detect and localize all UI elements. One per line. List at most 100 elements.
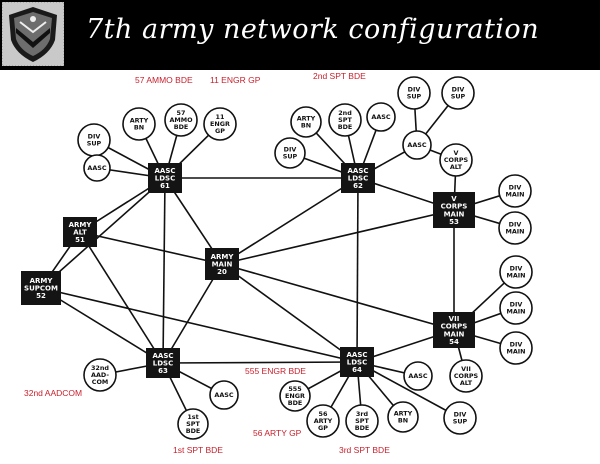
hub-label: VII bbox=[449, 315, 460, 323]
circle-label: CORPS bbox=[454, 372, 479, 380]
link-army_main-aasc63 bbox=[162, 263, 223, 364]
circle-label: BDE bbox=[288, 399, 303, 407]
circle-label: ARTY bbox=[297, 115, 316, 123]
hub-label: MAIN bbox=[212, 260, 233, 268]
circle-label: GP bbox=[215, 127, 225, 135]
circle-label: MAIN bbox=[506, 348, 525, 356]
hub-label: CORPS bbox=[441, 203, 468, 211]
link-army_alt-army_main bbox=[79, 231, 223, 265]
circle-label: 32nd bbox=[91, 364, 109, 372]
hub-label: 20 bbox=[217, 268, 227, 276]
circle-label: BN bbox=[398, 417, 408, 425]
hub-label: SUPCOM bbox=[24, 284, 58, 292]
circle-label: BDE bbox=[186, 427, 201, 435]
army-shield-emblem-icon bbox=[2, 2, 64, 66]
hub-label: 62 bbox=[353, 182, 363, 190]
circle-label: DIV bbox=[454, 411, 467, 419]
circle-label: SUP bbox=[87, 140, 102, 148]
circle-label: DIV bbox=[510, 341, 523, 349]
circle-label: ALT bbox=[460, 379, 473, 387]
hub-label: 54 bbox=[449, 338, 459, 346]
circle-node-c64-aasc: AASC bbox=[403, 361, 433, 391]
circle-label: DIV bbox=[509, 184, 522, 192]
circle-node-c62-aasc-top: AASC bbox=[366, 102, 396, 132]
circle-label: ENGR bbox=[285, 392, 305, 400]
circle-label: DIV bbox=[284, 146, 297, 154]
circle-label: BDE bbox=[338, 123, 353, 131]
circle-node-c62-aasc: AASC bbox=[402, 130, 432, 160]
circle-label: SUP bbox=[453, 418, 468, 426]
hub-label: LDSC bbox=[347, 358, 367, 366]
circle-label: DIV bbox=[452, 86, 465, 94]
circle-label: DIV bbox=[509, 221, 522, 229]
circle-label: DIV bbox=[408, 86, 421, 94]
annotation-32nd-aadcom: 32nd AADCOM bbox=[24, 388, 83, 398]
circle-label: SPT bbox=[186, 420, 200, 428]
link-aasc63-aasc64 bbox=[162, 361, 358, 364]
annotation-56-arty-gp: 56 ARTY GP bbox=[253, 428, 302, 438]
hub-label: 63 bbox=[158, 367, 168, 375]
link-aasc62-aasc64 bbox=[356, 177, 359, 363]
hub-label: ARMY bbox=[69, 221, 93, 229]
circle-label: SPT bbox=[338, 116, 352, 124]
hub-label: LDSC bbox=[153, 359, 173, 367]
circle-label: 3rd bbox=[356, 410, 369, 418]
circle-label: ARTY bbox=[130, 117, 149, 125]
circle-label: 57 bbox=[177, 109, 186, 117]
hub-label: ARMY bbox=[211, 253, 235, 261]
annotation-2nd-spt-bde: 2nd SPT BDE bbox=[313, 71, 366, 81]
circle-label: AASC bbox=[408, 372, 427, 380]
circle-label: AASC bbox=[407, 141, 426, 149]
annotation-3rd-spt-bde: 3rd SPT BDE bbox=[339, 445, 390, 455]
page-title: 7th army network configuration bbox=[86, 14, 540, 45]
circle-label: AMMO bbox=[169, 116, 193, 124]
hub-label: 64 bbox=[352, 366, 362, 374]
hub-label: AASC bbox=[346, 351, 367, 359]
link-army_supcom-aasc63 bbox=[40, 287, 164, 364]
circle-label: 11 bbox=[216, 113, 225, 121]
hub-label: MAIN bbox=[444, 210, 465, 218]
circle-label: VII bbox=[461, 365, 471, 373]
hub-label: 61 bbox=[160, 182, 170, 190]
hub-label: 51 bbox=[75, 236, 85, 244]
circle-label: MAIN bbox=[506, 272, 525, 280]
circle-label: 56 bbox=[319, 410, 328, 418]
circle-label: MAIN bbox=[505, 228, 524, 236]
circle-label: SPT bbox=[355, 417, 369, 425]
circle-label: AASC bbox=[87, 164, 106, 172]
circle-label: ARTY bbox=[394, 410, 413, 418]
circle-label: MAIN bbox=[505, 191, 524, 199]
hub-label: AASC bbox=[152, 352, 173, 360]
title-banner: 7th army network configuration bbox=[0, 0, 600, 70]
hub-label: MAIN bbox=[444, 330, 465, 338]
hub-label: V bbox=[451, 195, 457, 203]
link-army_main-v_corps_main bbox=[221, 209, 455, 265]
circle-label: BDE bbox=[355, 424, 370, 432]
link-army_alt-aasc63 bbox=[79, 231, 164, 364]
circle-label: BN bbox=[134, 124, 144, 132]
circle-label: MAIN bbox=[506, 308, 525, 316]
hub-label: AASC bbox=[347, 167, 368, 175]
link-army_main-vii_corps_main bbox=[221, 263, 455, 331]
